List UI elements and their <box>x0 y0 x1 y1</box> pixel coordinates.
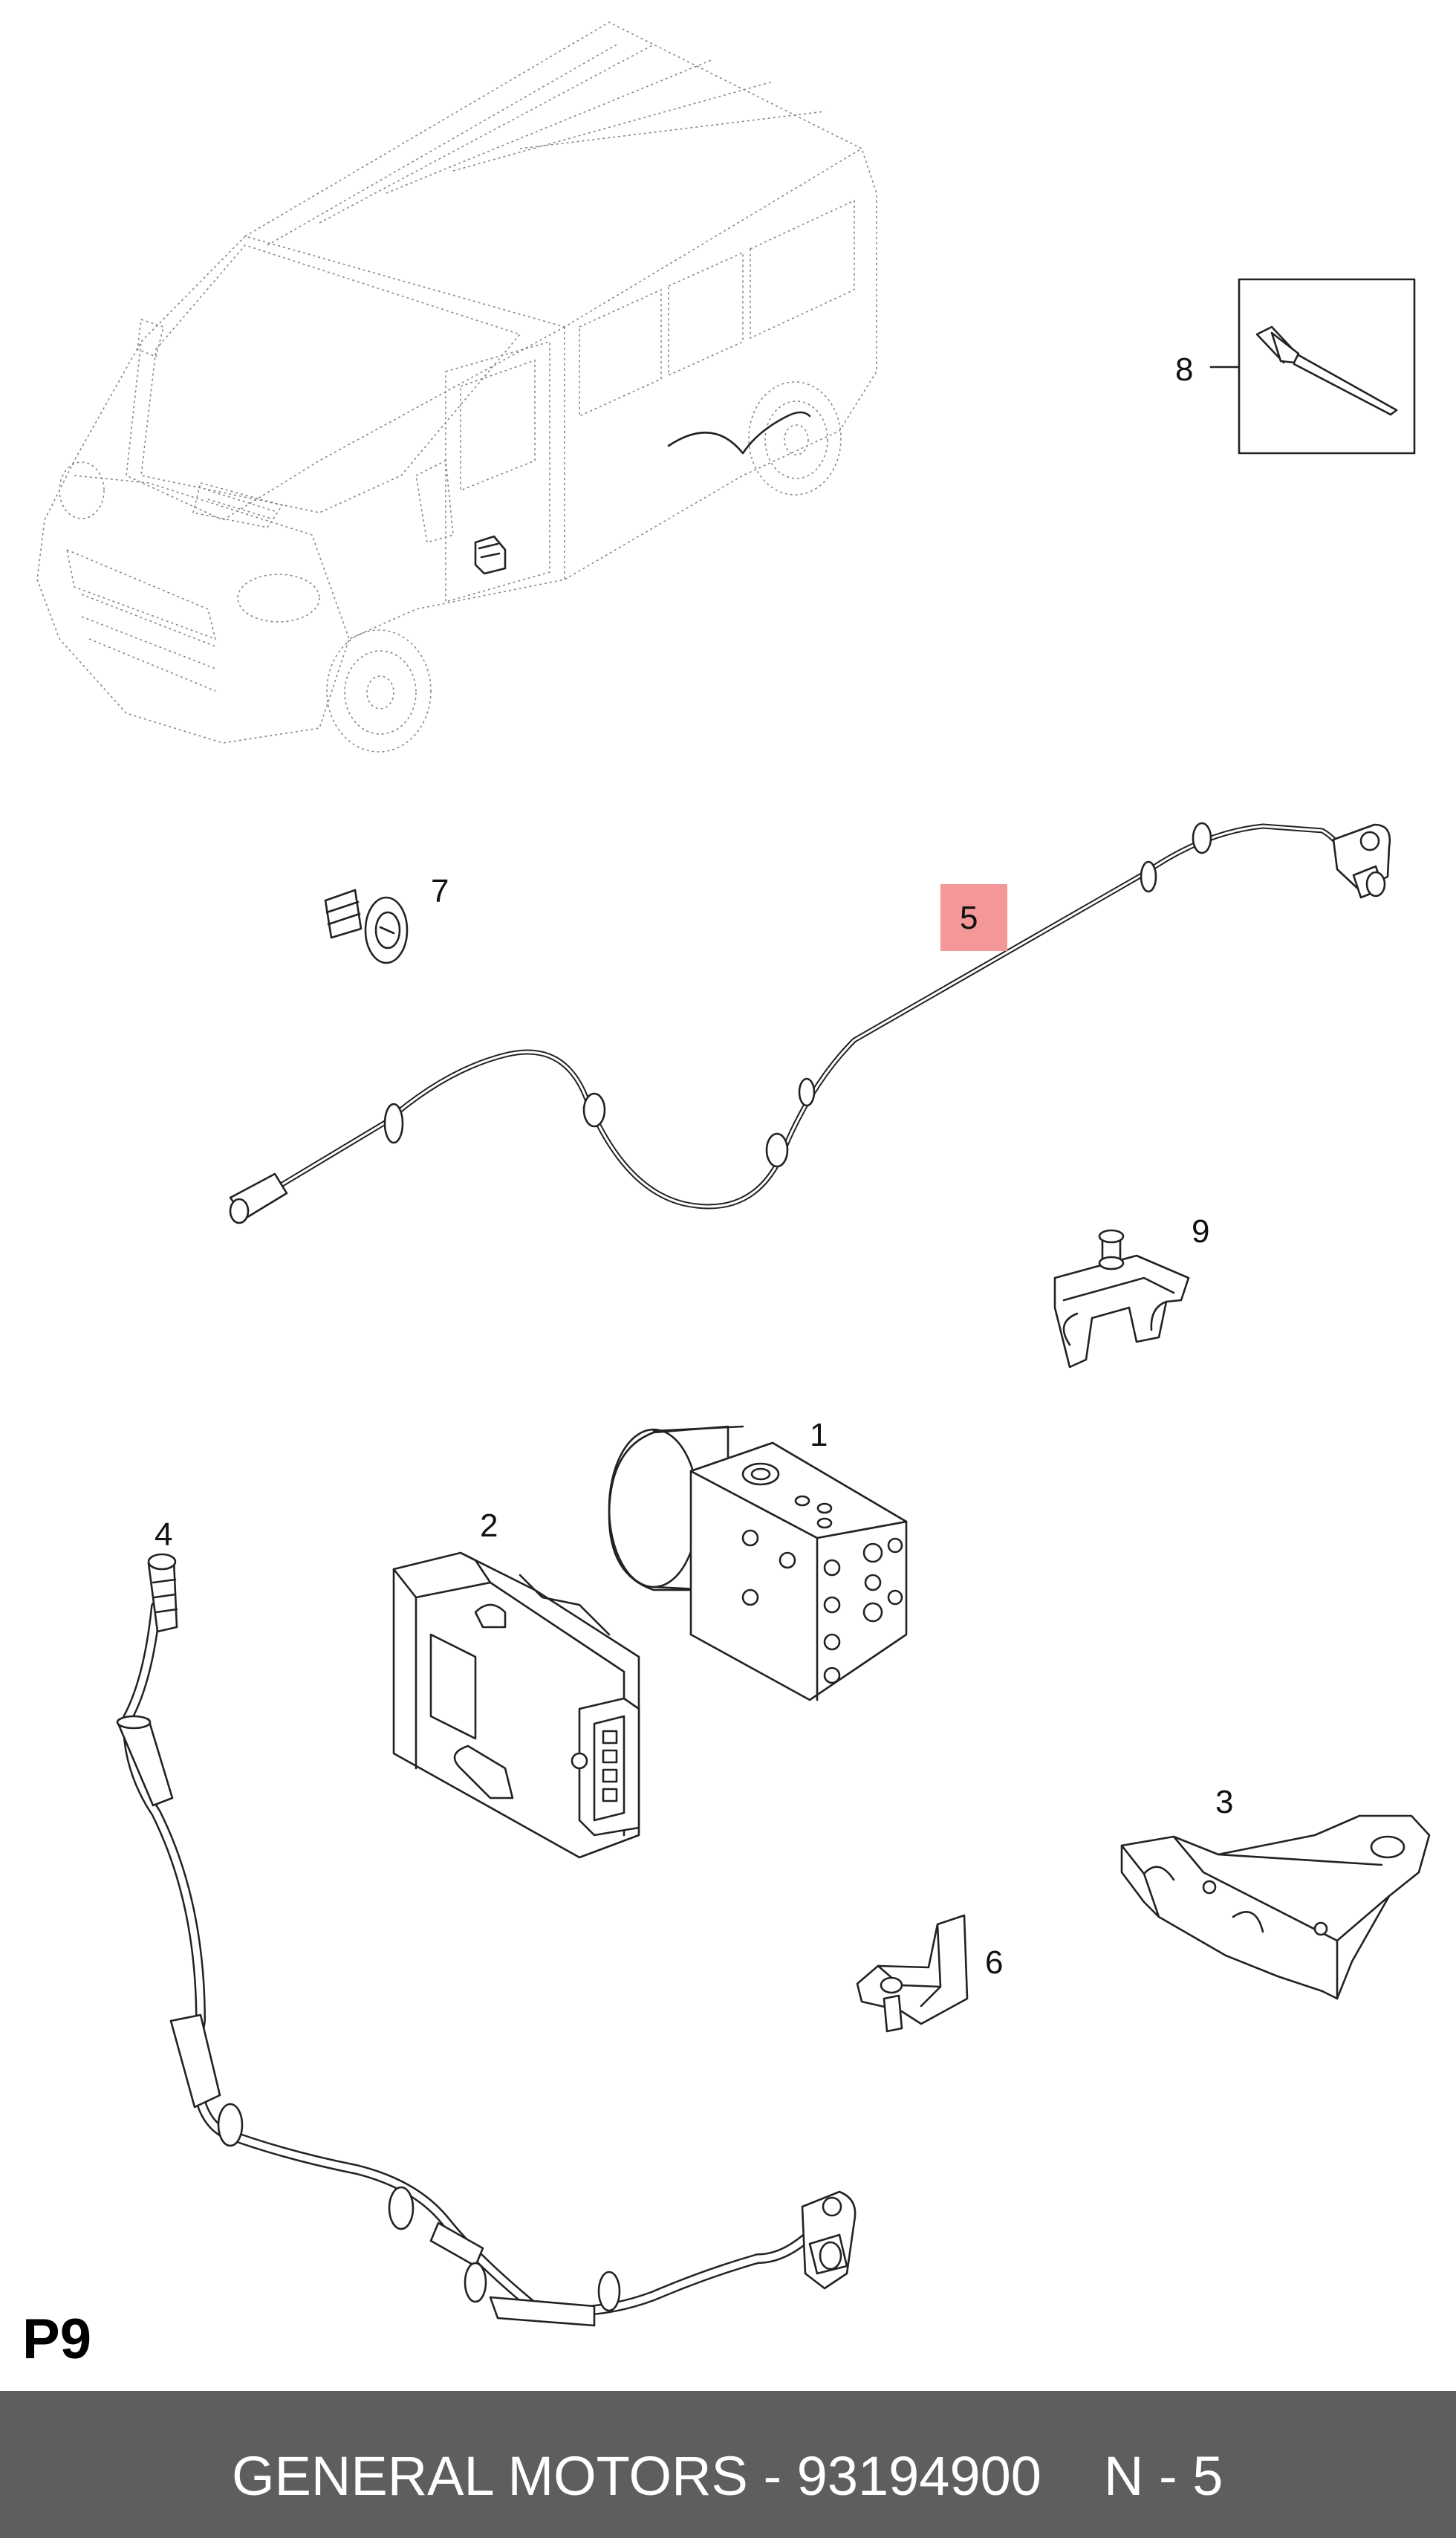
footer-bar <box>0 2391 1456 2538</box>
callout-5-highlight <box>940 884 1007 951</box>
part-5-sensor-cable <box>229 822 1391 1224</box>
callout-9: 9 <box>1192 1213 1209 1250</box>
part-1-abs-unit <box>608 1425 908 1701</box>
callout-4: 4 <box>155 1516 172 1553</box>
van-overview <box>36 22 877 753</box>
page-label: P9 <box>22 2308 91 2371</box>
footer-part-number: GENERAL MOTORS - 93194900 <box>232 2445 1041 2507</box>
callouts: 1 2 3 4 5 6 7 8 9 <box>155 351 1233 1981</box>
part-3-bracket <box>1120 1814 1431 2000</box>
part-2-abs-module <box>392 1551 640 1859</box>
part-7-push-clip <box>324 889 409 964</box>
callout-2: 2 <box>480 1507 498 1544</box>
footer-page-reference: N - 5 <box>1104 2445 1223 2507</box>
callout-8: 8 <box>1175 351 1193 388</box>
callout-6: 6 <box>985 1944 1003 1981</box>
part-4-rear-sensor-cable <box>116 1553 857 2327</box>
callout-1: 1 <box>810 1417 828 1453</box>
part-6-small-bracket <box>856 1914 969 2033</box>
callout-3: 3 <box>1215 1784 1233 1820</box>
part-8-rivet <box>1209 278 1416 455</box>
callout-7: 7 <box>431 873 449 909</box>
callout-5: 5 <box>960 900 978 936</box>
part-9-holder-clip <box>1053 1229 1190 1369</box>
